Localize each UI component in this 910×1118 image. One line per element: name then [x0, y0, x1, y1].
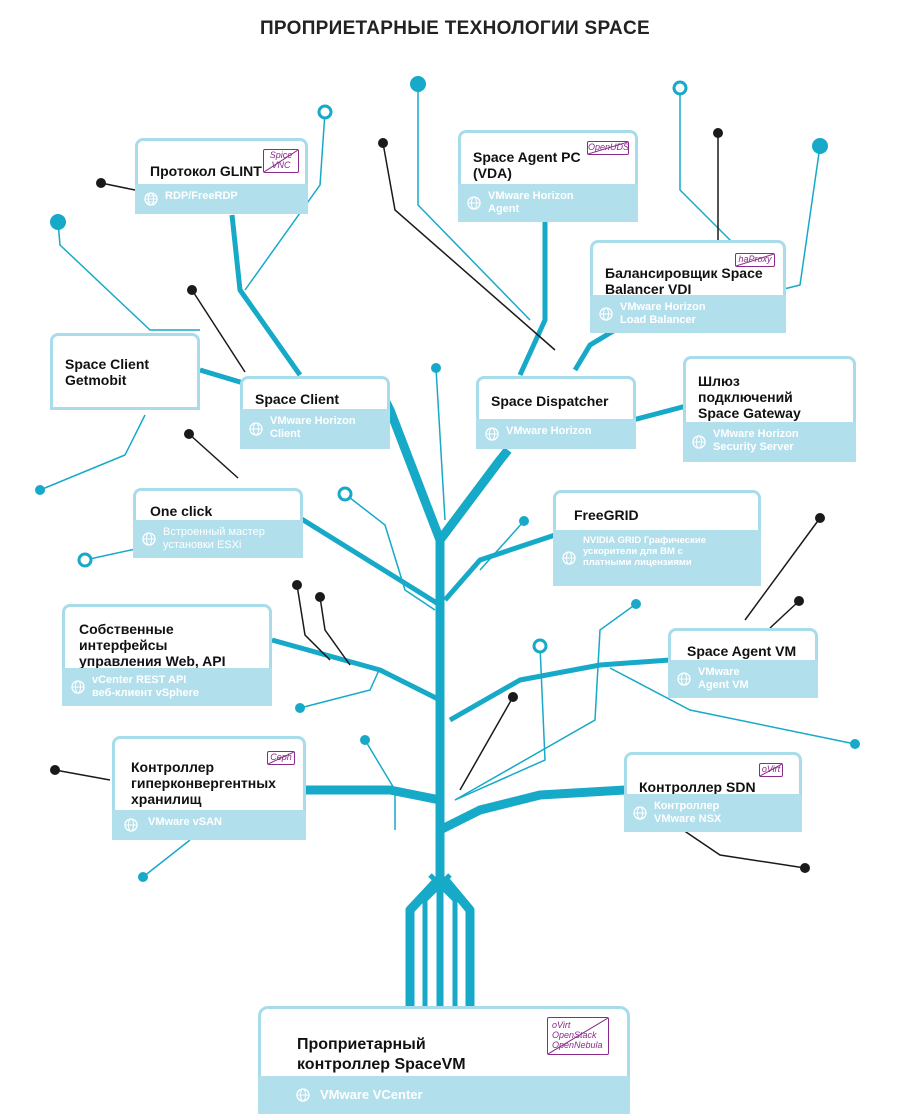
- card-space-client-sub-text: VMware Horizon Client: [270, 415, 356, 440]
- card-space-client: Space Client VMware Horizon Client: [240, 376, 390, 449]
- card-storage: Контроллер гиперконвергентных хранилищ C…: [112, 736, 306, 840]
- tag-sdn: oVirt: [759, 763, 783, 777]
- card-glint-sub-text: RDP/FreeRDP: [165, 190, 238, 202]
- card-one-click-sub: Встроенный мастер установки ESXi: [133, 520, 303, 558]
- globe-icon: [485, 427, 499, 441]
- tag-sdn-0: oVirt: [761, 764, 781, 774]
- card-storage-sub-text: VMware vSAN: [148, 816, 222, 828]
- card-glint-sub: RDP/FreeRDP: [135, 184, 308, 214]
- card-spacevm-sub: VMware VCenter: [258, 1076, 630, 1114]
- tag-glint-0: Spice: [269, 150, 293, 160]
- card-web-api-title: Собственные интерфейсы управления Web, A…: [79, 621, 226, 669]
- globe-icon: [467, 196, 481, 210]
- card-balancer-sub: VMware Horizon Load Balancer: [590, 295, 786, 333]
- globe-icon: [249, 422, 263, 436]
- thin-connectors: [39, 85, 856, 878]
- card-freegrid-sub: NVIDIA GRID Графические ускорители для В…: [553, 530, 761, 586]
- card-balancer-title: Балансировщик Space Balancer VDI: [605, 265, 763, 297]
- tag-spacevm: oVirt OpenStack OpenNebula: [547, 1017, 609, 1055]
- tag-glint: Spice VNC: [263, 149, 299, 173]
- card-sdn-sub-text: Контроллер VMware NSX: [654, 800, 722, 825]
- card-sdn: Контроллер SDN oVirt Контроллер VMware N…: [624, 752, 802, 832]
- tag-balancer: haProxy: [735, 253, 775, 267]
- card-spacevm: Проприетарный контроллер SpaceVM oVirt O…: [258, 1006, 630, 1114]
- card-agent-vm: Space Agent VM VMware Agent VM: [668, 628, 818, 698]
- card-sdn-sub: Контроллер VMware NSX: [624, 794, 802, 832]
- card-one-click-title: One click: [150, 503, 213, 519]
- tag-spacevm-2: OpenNebula: [552, 1040, 603, 1050]
- card-storage-title: Контроллер гиперконвергентных хранилищ: [131, 759, 276, 807]
- card-balancer-sub-text: VMware Horizon Load Balancer: [620, 301, 706, 326]
- diagram-title: ПРОПРИЕТАРНЫЕ ТЕХНОЛОГИИ SPACE: [259, 18, 651, 39]
- card-agent-vm-title: Space Agent VM: [687, 643, 797, 659]
- card-web-api-sub-text: vCenter REST API веб-клиент vSphere: [92, 674, 200, 699]
- card-freegrid-sub-text: NVIDIA GRID Графические ускорители для В…: [583, 535, 706, 568]
- dark-connectors: [54, 133, 821, 869]
- globe-icon: [633, 806, 647, 820]
- card-spacevm-sub-text: VMware VCenter: [320, 1087, 423, 1102]
- card-sdn-title: Контроллер SDN: [639, 779, 756, 795]
- tag-storage-0: Ceph: [270, 752, 292, 762]
- globe-icon: [124, 818, 138, 832]
- tag-spacevm-1: OpenStack: [552, 1030, 597, 1040]
- card-freegrid: FreeGRID NVIDIA GRID Графические ускорит…: [553, 490, 761, 586]
- globe-icon: [599, 307, 613, 321]
- card-spacevm-title: Проприетарный контроллер SpaceVM: [297, 1036, 466, 1073]
- card-glint: Протокол GLINT Spice VNC RDP/FreeRDP: [135, 138, 308, 214]
- card-space-client-title: Space Client: [255, 391, 340, 407]
- tag-glint-1: VNC: [271, 160, 291, 170]
- card-agent-pc-sub-text: VMware Horizon Agent: [488, 190, 574, 215]
- card-gateway: Шлюз подключений Space Gateway VMware Ho…: [683, 356, 856, 462]
- globe-icon: [296, 1088, 310, 1102]
- card-one-click-sub-text: Встроенный мастер установки ESXi: [163, 526, 265, 551]
- card-space-client-sub: VMware Horizon Client: [240, 409, 390, 449]
- card-gateway-title: Шлюз подключений Space Gateway: [698, 373, 801, 421]
- card-web-api: Собственные интерфейсы управления Web, A…: [62, 604, 272, 706]
- tag-agent-pc: OpenUDS: [587, 141, 629, 155]
- card-web-api-sub: vCenter REST API веб-клиент vSphere: [62, 668, 272, 706]
- card-getmobit-title: Space Client Getmobit: [65, 356, 150, 388]
- card-agent-vm-sub-text: VMware Agent VM: [698, 666, 749, 691]
- card-glint-title: Протокол GLINT: [150, 163, 262, 179]
- card-freegrid-title: FreeGRID: [574, 507, 639, 523]
- card-dispatcher-sub: VMware Horizon: [476, 419, 636, 449]
- card-storage-sub: VMware vSAN: [112, 810, 306, 840]
- card-gateway-sub-text: VMware Horizon Security Server: [713, 428, 799, 453]
- card-dispatcher-sub-text: VMware Horizon: [506, 425, 592, 437]
- card-agent-pc: Space Agent PC (VDA) OpenUDS VMware Hori…: [458, 130, 638, 222]
- card-dispatcher: Space Dispatcher VMware Horizon: [476, 376, 636, 449]
- tag-spacevm-0: oVirt: [552, 1020, 571, 1030]
- globe-icon: [142, 532, 156, 546]
- globe-icon: [562, 551, 576, 565]
- card-getmobit: Space Client Getmobit: [50, 333, 200, 410]
- card-agent-pc-title: Space Agent PC (VDA): [473, 149, 581, 181]
- tag-storage: Ceph: [267, 751, 295, 765]
- globe-icon: [71, 680, 85, 694]
- card-balancer: Балансировщик Space Balancer VDI haProxy…: [590, 240, 786, 333]
- globe-icon: [677, 672, 691, 686]
- end-dots: [35, 76, 860, 882]
- card-one-click: One click Встроенный мастер установки ES…: [133, 488, 303, 558]
- card-agent-pc-sub: VMware Horizon Agent: [458, 184, 638, 222]
- trunk-and-branches: [199, 214, 691, 1010]
- tag-agent-pc-0: OpenUDS: [588, 142, 629, 152]
- tag-balancer-0: haProxy: [738, 254, 772, 264]
- card-agent-vm-sub: VMware Agent VM: [668, 660, 818, 698]
- globe-icon: [692, 435, 706, 449]
- card-gateway-sub: VMware Horizon Security Server: [683, 422, 856, 462]
- card-dispatcher-title: Space Dispatcher: [491, 393, 609, 409]
- globe-icon: [144, 192, 158, 206]
